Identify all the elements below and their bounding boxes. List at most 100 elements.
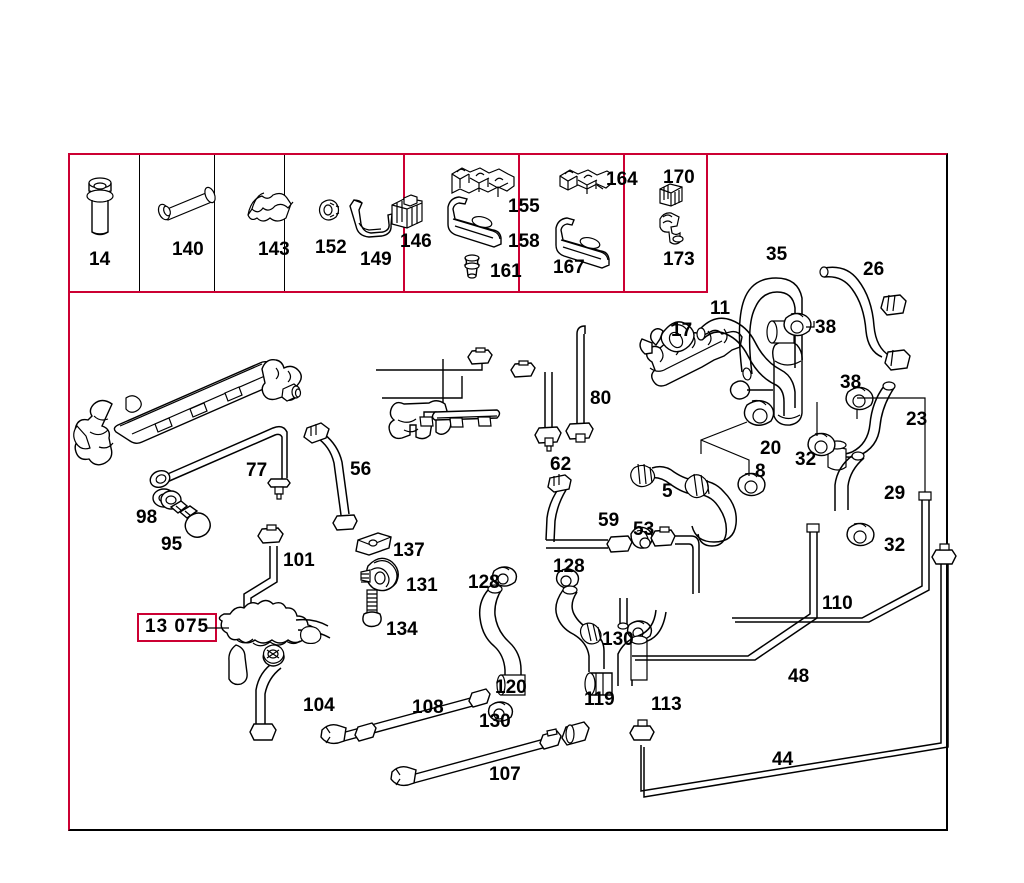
callout-110: 110 bbox=[822, 593, 853, 614]
callout-5: 5 bbox=[662, 481, 673, 502]
clip-128-left bbox=[491, 566, 518, 587]
clip-17 bbox=[660, 321, 695, 353]
tube-108 bbox=[320, 688, 491, 745]
callout-38-lower: 38 bbox=[840, 372, 862, 393]
legend-part-143-icon bbox=[247, 192, 294, 222]
callout-137: 137 bbox=[393, 540, 425, 561]
callout-32-lower: 32 bbox=[884, 535, 906, 556]
callout-59: 59 bbox=[598, 510, 620, 531]
hose-29 bbox=[834, 451, 865, 511]
legend-cell-2 bbox=[140, 155, 215, 291]
pipe-110 bbox=[732, 397, 932, 623]
callout-77: 77 bbox=[246, 460, 268, 481]
legend-part-152-icon bbox=[318, 199, 340, 221]
callout-95: 95 bbox=[161, 534, 183, 555]
clip-8 bbox=[700, 439, 766, 497]
callout-152: 152 bbox=[315, 237, 347, 258]
plate-137 bbox=[355, 532, 392, 556]
stub-connector bbox=[617, 598, 629, 630]
callout-44: 44 bbox=[772, 749, 794, 770]
callout-101: 101 bbox=[283, 550, 315, 571]
callout-143: 143 bbox=[258, 239, 290, 260]
callout-32-upper: 32 bbox=[795, 449, 817, 470]
tube-107 bbox=[390, 721, 590, 787]
callout-53: 53 bbox=[633, 519, 655, 540]
callout-173: 173 bbox=[663, 249, 695, 270]
callout-8: 8 bbox=[755, 461, 766, 482]
legend-part-146-icon bbox=[391, 194, 423, 229]
legend-cell-5 bbox=[405, 155, 520, 291]
banjo-bolt-95 bbox=[169, 500, 211, 538]
legend-part-140-icon bbox=[157, 186, 216, 221]
pressure-regulator-131 bbox=[360, 557, 399, 592]
callout-119: 119 bbox=[584, 689, 615, 710]
legend-part-167-icon bbox=[555, 217, 610, 269]
callout-146: 146 bbox=[400, 231, 432, 252]
callout-14: 14 bbox=[89, 249, 111, 270]
callout-17: 17 bbox=[671, 320, 693, 341]
callout-35: 35 bbox=[766, 244, 788, 265]
screw-134 bbox=[362, 589, 382, 628]
legend-part-155-icon bbox=[451, 167, 515, 197]
callout-104: 104 bbox=[303, 695, 335, 716]
legend-part-149-icon bbox=[349, 199, 393, 238]
callout-20: 20 bbox=[760, 438, 782, 459]
legend-cell-6 bbox=[520, 155, 625, 291]
clip-32-lower bbox=[846, 522, 875, 547]
clip-130-a bbox=[626, 620, 653, 641]
callout-131: 131 bbox=[406, 575, 438, 596]
center-rail-assembly bbox=[376, 325, 594, 452]
legend-part-164-icon bbox=[559, 169, 613, 194]
callout-170: 170 bbox=[663, 167, 695, 188]
clip-20 bbox=[700, 399, 775, 454]
clip-130-b bbox=[487, 701, 514, 722]
legend-cell-3 bbox=[215, 155, 285, 291]
callout-130-a: 130 bbox=[602, 629, 634, 650]
clip-38-upper bbox=[783, 312, 815, 337]
callout-113: 113 bbox=[651, 694, 682, 715]
callout-48: 48 bbox=[788, 666, 810, 687]
callout-161: 161 bbox=[490, 261, 522, 282]
legend-cell-1 bbox=[70, 155, 140, 291]
callout-108: 108 bbox=[412, 697, 444, 718]
callout-167: 167 bbox=[553, 257, 585, 278]
callout-11: 11 bbox=[710, 298, 731, 319]
legend-part-14-icon bbox=[86, 177, 114, 236]
legend-part-161-icon bbox=[463, 254, 481, 279]
callout-80: 80 bbox=[590, 388, 612, 409]
callout-26: 26 bbox=[863, 259, 885, 280]
callout-149: 149 bbox=[360, 249, 392, 270]
legend-part-158-icon bbox=[447, 196, 502, 248]
callout-128-left: 128 bbox=[468, 572, 500, 593]
callout-128-right: 128 bbox=[553, 556, 585, 577]
callout-120: 120 bbox=[495, 677, 527, 698]
callout-164: 164 bbox=[606, 169, 638, 190]
hose-5 bbox=[630, 463, 737, 547]
callout-56: 56 bbox=[350, 459, 372, 480]
callout-23: 23 bbox=[906, 409, 928, 430]
callout-155: 155 bbox=[508, 196, 540, 217]
hose-119 bbox=[555, 585, 613, 696]
callout-107: 107 bbox=[489, 764, 521, 785]
callout-38-upper: 38 bbox=[815, 317, 837, 338]
callout-98: 98 bbox=[136, 507, 158, 528]
callout-134: 134 bbox=[386, 619, 418, 640]
pipe-48 bbox=[632, 523, 820, 661]
callout-130-b: 130 bbox=[479, 711, 511, 732]
hose-113 bbox=[617, 609, 667, 686]
fuel-line-59 bbox=[545, 474, 633, 553]
hose-23 bbox=[827, 381, 896, 471]
hose-120 bbox=[478, 584, 526, 696]
clip-32-upper bbox=[807, 402, 836, 457]
group-number-label: 13 075 bbox=[137, 613, 218, 642]
clip-128-right bbox=[555, 568, 580, 589]
fuel-line-56 bbox=[303, 422, 358, 531]
callout-140: 140 bbox=[172, 239, 204, 260]
callout-29: 29 bbox=[884, 483, 906, 504]
legend-part-173-icon bbox=[659, 212, 684, 245]
legend-part-170-icon bbox=[659, 183, 683, 207]
callout-62: 62 bbox=[550, 454, 572, 475]
hose-11 bbox=[696, 317, 796, 416]
